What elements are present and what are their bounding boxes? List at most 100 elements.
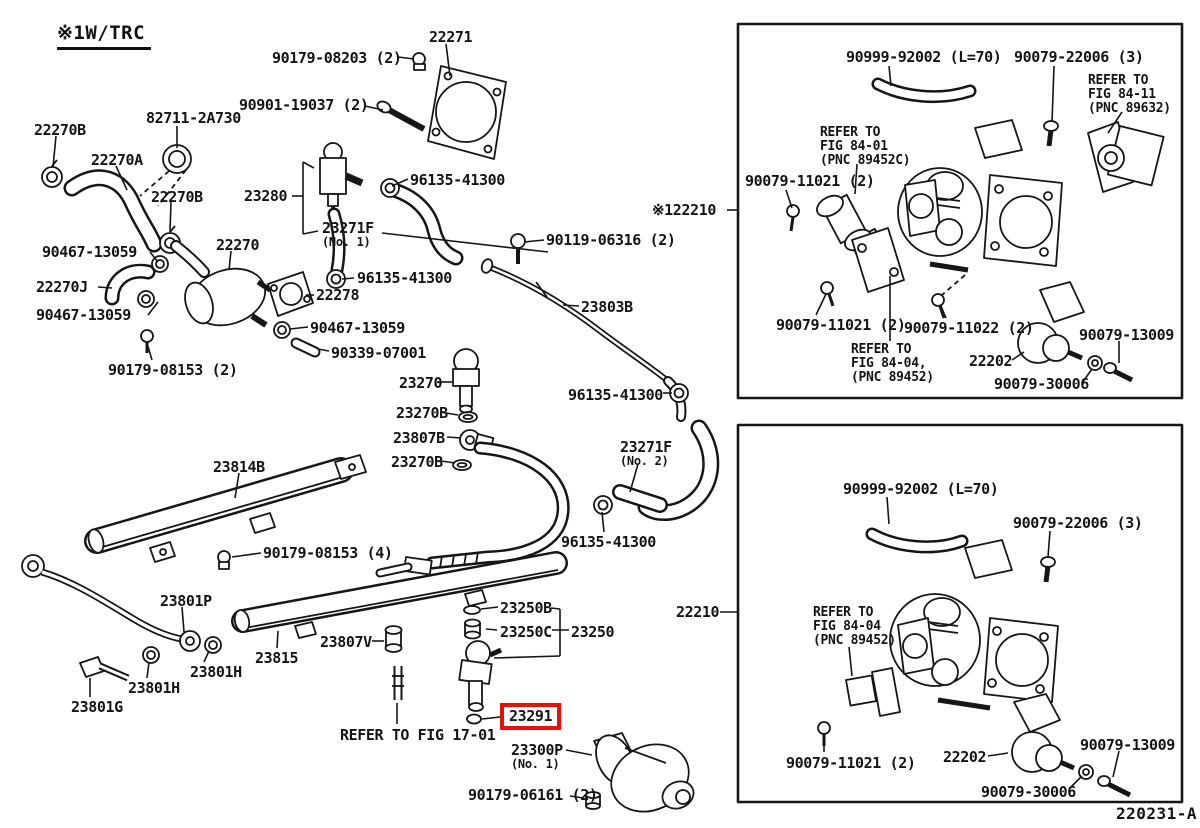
part-label-23270: 23270: [399, 374, 443, 392]
part-label-90467-13059: 90467-13059: [310, 319, 405, 337]
part-label-22210: 22210: [676, 603, 720, 621]
ring-23801h-2-art: [142, 646, 160, 664]
throttle-body-top-art: [786, 77, 1165, 383]
pump-23300p-art: [593, 732, 695, 813]
bolt-90119-06316-art: [510, 233, 526, 264]
grommet-23250c-art: [464, 618, 481, 640]
part-label-90079-13009: 90079-13009: [1080, 736, 1175, 754]
part-label-90079-11022-2: 90079-11022 (2): [904, 319, 1034, 337]
hose-23271f-2-art: [612, 419, 720, 521]
hose-22270a-art: [63, 169, 163, 253]
part-label-23250c: 23250C: [500, 623, 552, 641]
part-label-90901-19037-2: 90901-19037 (2): [239, 96, 369, 114]
part-label-23250: 23250: [571, 623, 615, 641]
part-label-22270b: 22270B: [151, 188, 203, 206]
figure-code: 220231-A: [1116, 804, 1198, 823]
clamp-96135-41300-4-art: [593, 495, 613, 515]
part-label-22271: 22271: [429, 28, 473, 46]
clamp-96135-41300-1-art: [380, 178, 400, 198]
part-label-82711-2a730: 82711-2A730: [146, 109, 241, 127]
injector-fig17-01-art: [392, 666, 404, 700]
part-label-23270b: 23270B: [396, 404, 448, 422]
oring-23291-art: [466, 713, 482, 725]
hose-23807b-art: [375, 441, 570, 578]
injector-23250-art: [458, 640, 503, 712]
part-label-90339-07001: 90339-07001: [331, 344, 426, 362]
part-label-refer-to: REFER TO FIG 84-01 (PNC 89452C): [820, 125, 911, 168]
highlighted-part-label-23291: 23291: [500, 703, 562, 731]
clamp-22270b-1-art: [41, 159, 63, 188]
part-label-22270b: 22270B: [34, 121, 86, 139]
inset-box-bottom: [736, 423, 1184, 804]
bolt-23801g-art: [79, 656, 130, 682]
part-label-90179-08203-2: 90179-08203 (2): [272, 49, 402, 67]
fuel-rail-23814b-art: [84, 454, 367, 563]
part-label-23271f: 23271F(No. 2): [620, 438, 672, 469]
ring-23801h-1-art: [204, 636, 222, 654]
variant-note: ※1W/TRC: [57, 22, 152, 50]
oring-23250b-art: [463, 605, 481, 615]
injector-23270-art: [452, 348, 480, 414]
part-label-23807v: 23807V: [320, 633, 372, 651]
part-label-23270b: 23270B: [391, 453, 443, 471]
part-label-23814b: 23814B: [213, 458, 265, 476]
part-label-90179-06161-2: 90179-06161 (2): [468, 786, 598, 804]
part-label-23300p: 23300P(No. 1): [511, 741, 563, 772]
part-label-22278: 22278: [316, 286, 360, 304]
grommet-90179-06161-art: [585, 791, 601, 810]
clamp-96135-41300-2-art: [326, 269, 346, 289]
part-label-90119-06316-2: 90119-06316 (2): [546, 231, 676, 249]
part-label-90079-30006: 90079-30006: [994, 375, 1089, 393]
inset-box-top: [736, 22, 1184, 400]
part-label-96135-41300: 96135-41300: [410, 171, 505, 189]
part-label-23801g: 23801G: [71, 698, 123, 716]
part-label-90079-22006-3: 90079-22006 (3): [1013, 514, 1143, 532]
valve-23280-art: [319, 142, 364, 214]
leader-lines: [52, 43, 1123, 799]
part-label-23801p: 23801P: [160, 592, 212, 610]
part-label-122210: ※122210: [652, 201, 716, 219]
oring-23270b-1-art: [458, 411, 478, 423]
valve-23807v-art: [384, 625, 403, 653]
part-label-23801h: 23801H: [128, 679, 180, 697]
part-label-90179-08153-4: 90179-08153 (4): [263, 544, 393, 562]
bolt-90179-08153-2-art: [140, 329, 154, 353]
part-label-refer-to-fig-17-01: REFER TO FIG 17-01: [340, 726, 496, 744]
part-label-23807b: 23807B: [393, 429, 445, 447]
part-label-90079-22006-3: 90079-22006 (3): [1014, 48, 1144, 66]
gasket-22278-art: [267, 271, 314, 317]
part-label-refer-to: REFER TO FIG 84-11 (PNC 89632): [1088, 73, 1171, 116]
fuel-rail-23815-art: [231, 551, 568, 639]
clamp-90467-13059-2-art: [137, 290, 155, 308]
part-label-refer-to: REFER TO FIG 84-04 (PNC 89452): [813, 605, 896, 648]
bolt-90179-08203-art: [412, 52, 426, 71]
part-label-refer-to: REFER TO FIG 84-04, (PNC 89452): [851, 342, 934, 385]
throttle-body-bottom-art: [817, 527, 1132, 798]
part-label-23271f: 23271F(No. 1): [322, 219, 374, 250]
part-label-23280: 23280: [244, 187, 288, 205]
part-label-90467-13059: 90467-13059: [42, 243, 137, 261]
part-label-23803b: 23803B: [581, 298, 633, 316]
clamp-90467-13059-3-art: [273, 321, 291, 339]
hose-22270j-art: [104, 263, 156, 306]
hose-96135-41300-1-art: [386, 182, 464, 266]
part-label-96135-41300: 96135-41300: [568, 386, 663, 404]
part-label-22270a: 22270A: [91, 151, 143, 169]
part-label-23815: 23815: [255, 649, 299, 667]
part-label-22202: 22202: [943, 748, 987, 766]
part-label-90079-11021-2: 90079-11021 (2): [786, 754, 916, 772]
part-label-90079-30006: 90079-30006: [981, 783, 1076, 801]
part-label-90079-13009: 90079-13009: [1079, 326, 1174, 344]
part-label-22270j: 22270J: [36, 278, 88, 296]
bolt-90179-08153-4-art: [217, 550, 231, 570]
oring-23270b-2-art: [452, 459, 472, 471]
part-label-22202: 22202: [969, 352, 1013, 370]
part-label-90079-11021-2: 90079-11021 (2): [745, 172, 875, 190]
screw-90901-19037-art: [376, 100, 426, 132]
clamp-96135-41300-3-art: [669, 383, 689, 403]
gasket-22271-art: [427, 65, 507, 160]
part-label-23250b: 23250B: [500, 599, 552, 617]
pipe-23801p-art: [21, 554, 201, 652]
part-label-96135-41300: 96135-41300: [357, 269, 452, 287]
